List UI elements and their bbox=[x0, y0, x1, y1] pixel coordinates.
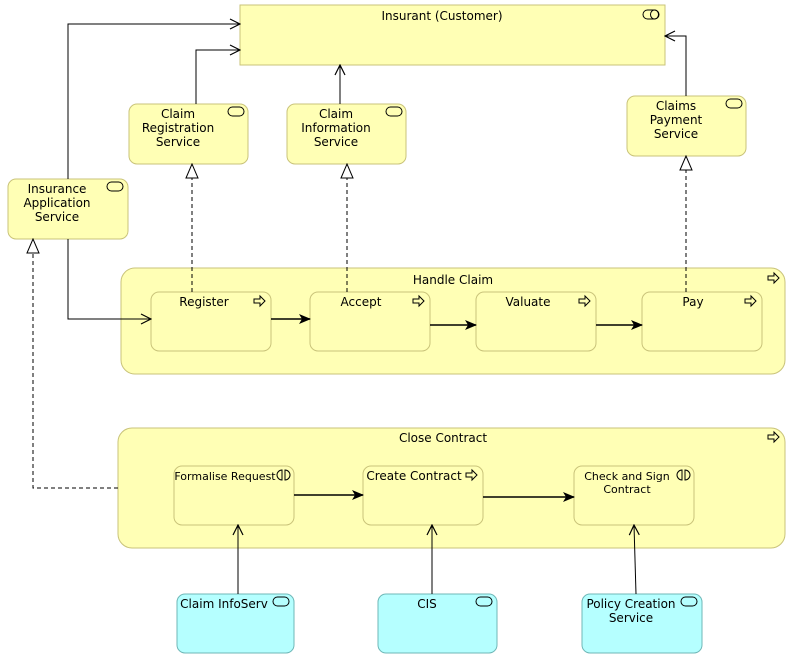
pay-label: Pay bbox=[682, 295, 703, 309]
application-service-icon bbox=[680, 596, 698, 607]
formalise-request-box[interactable]: Formalise Request bbox=[173, 465, 295, 526]
serving-claim-registration-to-insurant bbox=[195, 50, 240, 104]
valuate-label: Valuate bbox=[505, 295, 550, 309]
handle-claim-box[interactable]: Handle Claim bbox=[120, 267, 786, 375]
insurance-application-service-box[interactable]: Insurance Application Service bbox=[7, 178, 129, 240]
check-and-sign-contract-line1: Check and Sign bbox=[584, 470, 670, 483]
claims-payment-service-line3: Service bbox=[654, 127, 698, 141]
claim-information-service-line2: Information bbox=[301, 121, 370, 135]
process-arrow-icon bbox=[465, 468, 478, 482]
application-service-icon bbox=[272, 596, 290, 607]
interaction-icon bbox=[676, 469, 691, 481]
connectors bbox=[33, 24, 687, 595]
interaction-icon bbox=[276, 469, 291, 481]
process-arrow-icon bbox=[253, 294, 266, 308]
formalise-request-label: Formalise Request bbox=[174, 470, 276, 483]
cis-label: CIS bbox=[417, 597, 437, 611]
pay-box[interactable]: Pay bbox=[641, 291, 763, 352]
serving-claims-payment-to-insurant bbox=[665, 36, 687, 96]
claim-information-service-line3: Service bbox=[314, 135, 358, 149]
register-box[interactable]: Register bbox=[150, 291, 272, 352]
serving-insurance-app-to-register bbox=[67, 239, 151, 319]
claim-registration-service-line1: Claim bbox=[161, 107, 195, 121]
policy-creation-service-line1: Policy Creation bbox=[586, 597, 675, 611]
claim-registration-service-box[interactable]: Claim Registration Service bbox=[128, 103, 249, 165]
process-arrow-icon bbox=[767, 271, 780, 285]
policy-creation-service-box[interactable]: Policy Creation Service bbox=[581, 593, 703, 654]
register-label: Register bbox=[179, 295, 228, 309]
claims-payment-service-line2: Payment bbox=[650, 113, 703, 127]
serving-insurance-app-to-insurant bbox=[67, 24, 240, 179]
claims-payment-service-line1: Claims bbox=[656, 99, 696, 113]
insurant-box[interactable]: Insurant (Customer) bbox=[239, 4, 666, 66]
process-arrow-icon bbox=[412, 294, 425, 308]
service-icon bbox=[725, 98, 743, 109]
cis-box[interactable]: CIS bbox=[377, 593, 498, 654]
claim-infoserv-label: Claim InfoServ bbox=[180, 597, 268, 611]
claim-infoserv-box[interactable]: Claim InfoServ bbox=[176, 593, 295, 654]
accept-box[interactable]: Accept bbox=[309, 291, 431, 352]
process-arrow-icon bbox=[744, 294, 757, 308]
business-role-icon bbox=[642, 9, 660, 20]
insurance-application-service-line3: Service bbox=[35, 210, 79, 224]
process-arrow-icon bbox=[767, 430, 780, 444]
check-and-sign-contract-line2: Contract bbox=[603, 483, 651, 496]
create-contract-label: Create Contract bbox=[366, 469, 462, 483]
handle-claim-label: Handle Claim bbox=[413, 273, 493, 287]
serving-policy-creation-to-check bbox=[634, 525, 636, 595]
service-icon bbox=[106, 181, 124, 192]
claim-registration-service-line2: Registration bbox=[142, 121, 214, 135]
check-and-sign-contract-box[interactable]: Check and Sign Contract bbox=[573, 465, 695, 526]
insurance-application-service-line1: Insurance bbox=[28, 182, 87, 196]
process-arrow-icon bbox=[578, 294, 591, 308]
service-icon bbox=[227, 106, 245, 117]
close-contract-label: Close Contract bbox=[399, 431, 487, 445]
accept-label: Accept bbox=[341, 295, 382, 309]
claim-registration-service-line3: Service bbox=[156, 135, 200, 149]
realization-close-contract-to-insurance-app bbox=[33, 239, 118, 489]
claim-information-service-box[interactable]: Claim Information Service bbox=[286, 103, 407, 165]
create-contract-box[interactable]: Create Contract bbox=[362, 465, 484, 526]
service-icon bbox=[385, 106, 403, 117]
policy-creation-service-line2: Service bbox=[609, 611, 653, 625]
application-service-icon bbox=[475, 596, 493, 607]
insurant-label: Insurant (Customer) bbox=[381, 9, 502, 23]
claims-payment-service-box[interactable]: Claims Payment Service bbox=[626, 95, 747, 157]
claim-information-service-line1: Claim bbox=[319, 107, 353, 121]
valuate-box[interactable]: Valuate bbox=[475, 291, 597, 352]
insurance-application-service-line2: Application bbox=[23, 196, 90, 210]
